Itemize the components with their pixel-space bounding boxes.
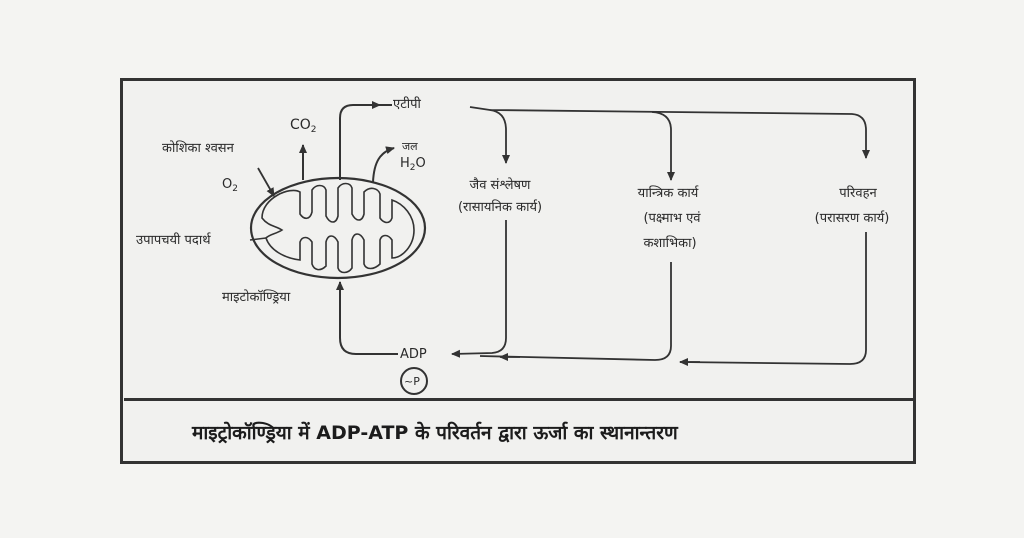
mitochondrion-outer — [249, 176, 427, 280]
biosynthesis-label: जैव संश्लेषण — [469, 178, 531, 193]
cellular-respiration-label: कोशिका श्वसन — [162, 141, 234, 156]
transport-sublabel: (परासरण कार्य) — [814, 211, 890, 226]
phosphate-label: ~P — [404, 375, 420, 388]
diagram-caption: माइट्रोकॉण्ड्रिया में ADP-ATP के परिवर्त… — [192, 421, 678, 444]
water-arrow — [372, 146, 395, 183]
oxygen-label: O2 — [222, 177, 238, 194]
transport-label: परिवहन — [839, 186, 877, 201]
mechanical-return-line — [479, 262, 672, 361]
biosynthesis-sublabel: (रासायनिक कार्य) — [457, 200, 543, 215]
water-label: जल — [402, 140, 418, 153]
atp-label: एटीपी — [393, 97, 421, 112]
phosphate-circle — [400, 367, 428, 395]
biosynthesis-branch — [489, 109, 510, 164]
atp-output-line — [339, 104, 392, 180]
biosynthesis-return-line — [451, 220, 507, 358]
co2-label: CO2 — [290, 117, 317, 136]
o2-arrow — [257, 167, 275, 197]
mechanical-sublabel-1: (पक्ष्माभ एवं — [643, 211, 701, 226]
atp-distribution-line — [469, 106, 870, 159]
mitochondria-label: माइटोकॉण्ड्रिया — [222, 290, 291, 305]
metabolite-label: उपापचयी पदार्थ — [136, 233, 211, 248]
mitochondrion-cristae — [261, 182, 415, 274]
mechanical-work-label: यान्त्रिक कार्य — [637, 186, 699, 201]
caption-box: माइट्रोकॉण्ड्रिया में ADP-ATP के परिवर्त… — [124, 398, 913, 462]
mechanical-sublabel-2: कशाभिका) — [643, 236, 697, 251]
metabolite-line — [249, 237, 267, 241]
mechanical-branch — [651, 111, 675, 181]
adp-return-line — [336, 281, 398, 355]
adp-label: ADP — [400, 347, 427, 362]
water-formula: H2O — [400, 156, 426, 173]
transport-return-line — [679, 232, 867, 365]
